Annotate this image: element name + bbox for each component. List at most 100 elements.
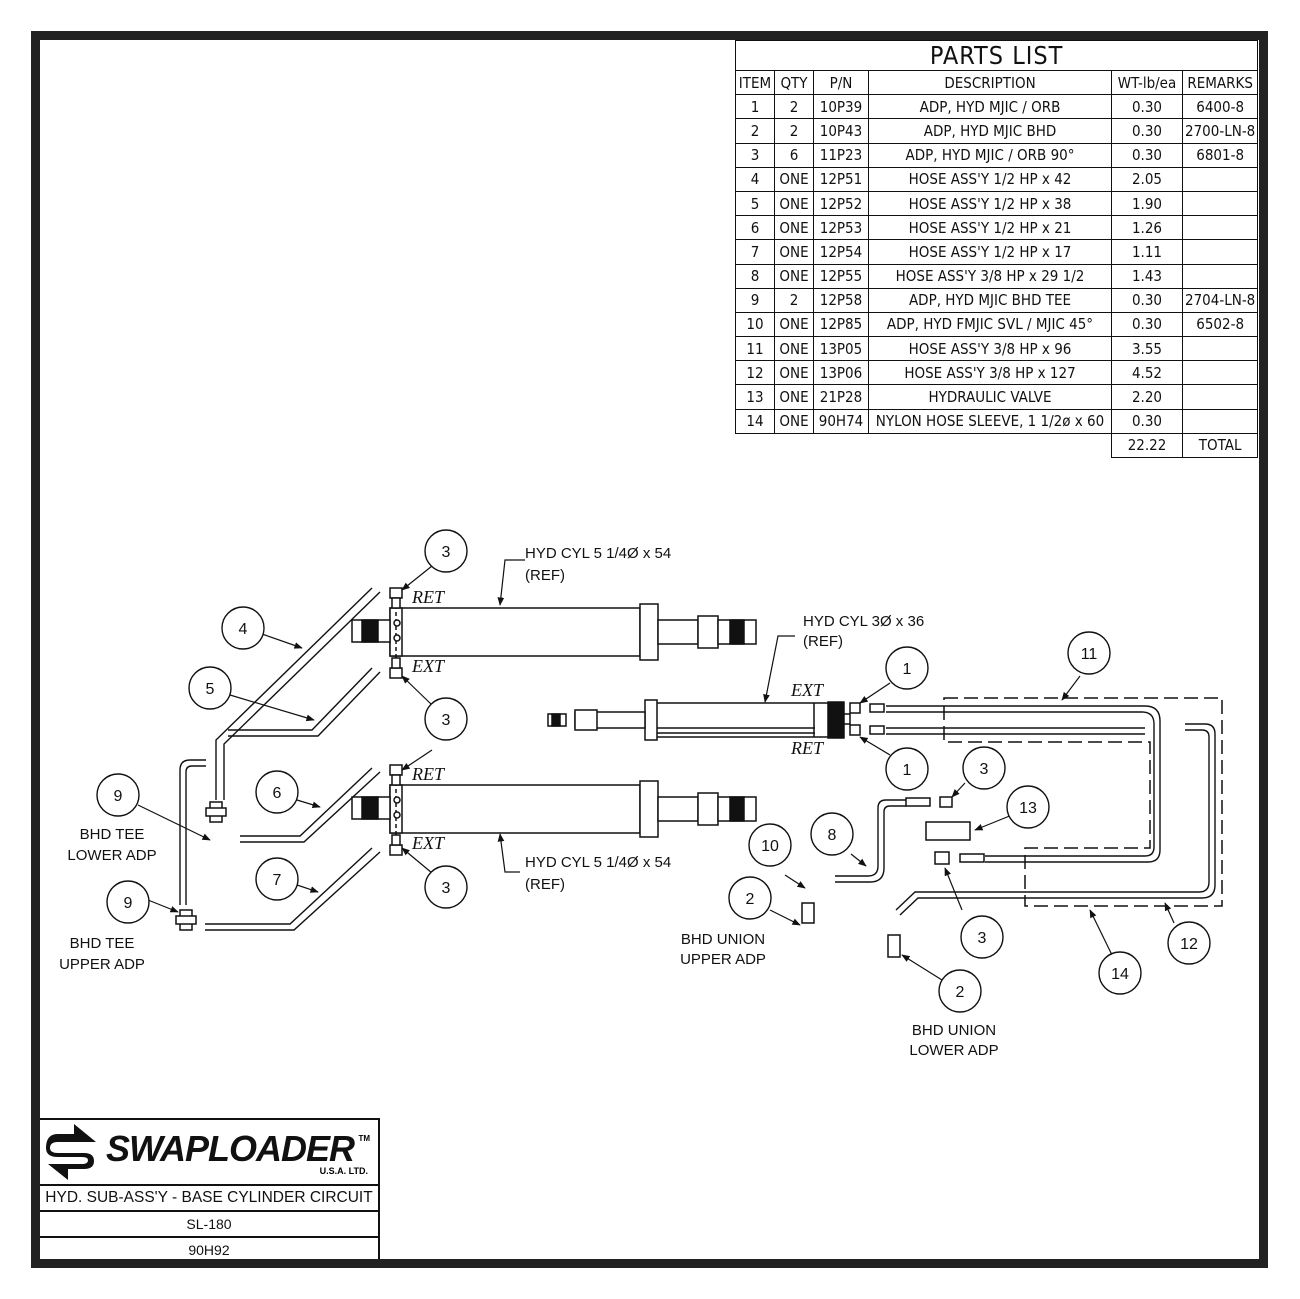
- balloon-number: 2: [746, 891, 755, 908]
- cell-item: 11: [735, 336, 775, 362]
- cell-part-number: 11P23: [813, 142, 869, 168]
- item-balloon: 14: [1098, 951, 1142, 995]
- drawing-labels: HYD CYL 5 1/4Ø x 54 (REF) HYD CYL 5 1/4Ø…: [59, 545, 999, 1059]
- item-balloon: 2: [938, 969, 982, 1013]
- balloon-number: 3: [442, 712, 451, 729]
- cell-part-number: 12P85: [813, 311, 869, 338]
- balloon-circle: [962, 746, 1006, 790]
- balloon-number: 3: [978, 930, 987, 947]
- swaploader-arrows-icon: [46, 1124, 96, 1180]
- balloon-circle: [938, 969, 982, 1013]
- cell-remarks: 6400-8: [1181, 94, 1259, 120]
- port-ext-upper: EXT: [411, 656, 446, 676]
- cyl-upper-label-line1: HYD CYL 5 1/4Ø x 54: [525, 545, 671, 562]
- balloon-circle: [1006, 785, 1050, 829]
- cell-part-number: 12P53: [813, 215, 869, 241]
- port-ret-lower: RET: [411, 764, 446, 784]
- brand-subtitle: U.S.A. LTD.: [319, 1166, 368, 1176]
- parts-list-total-row: 22.22 TOTAL: [736, 432, 1259, 459]
- balloon-number: 8: [828, 827, 837, 844]
- item-balloon: 1: [885, 747, 929, 791]
- cell-qty: ONE: [774, 336, 814, 362]
- balloon-circle: [106, 880, 150, 924]
- cell-weight: 3.55: [1111, 336, 1183, 362]
- balloon-number: 4: [239, 621, 248, 638]
- hyd-cylinder-small: [547, 699, 851, 741]
- tee-upper-label-line2: UPPER ADP: [59, 956, 145, 973]
- cell-remarks: 2700-LN-8: [1181, 118, 1259, 144]
- balloon-circle: [1067, 631, 1111, 675]
- balloon-circle: [255, 770, 299, 814]
- item-balloon: 3: [962, 746, 1006, 790]
- balloon-circle: [1167, 921, 1211, 965]
- cell-part-number: 90H74: [813, 408, 869, 434]
- item-balloon: 4: [221, 606, 265, 650]
- balloon-number: 7: [273, 872, 282, 889]
- item-balloon: 9: [106, 880, 150, 924]
- fittings: [175, 587, 985, 958]
- item-balloon: 3: [424, 697, 468, 741]
- balloon-number: 6: [273, 785, 282, 802]
- item-balloon: 11: [1067, 631, 1111, 675]
- item-balloon: 10: [748, 823, 792, 867]
- drawing-number: 90H92: [188, 1242, 230, 1258]
- balloon-number: 1: [903, 762, 912, 779]
- item-balloon: 1: [885, 646, 929, 690]
- cell-remarks: [1181, 166, 1259, 192]
- balloon-circle: [960, 915, 1004, 959]
- cell-item: 10: [735, 311, 775, 338]
- tee-lower-label-line1: BHD TEE: [80, 826, 145, 843]
- trademark: TM: [358, 1134, 370, 1143]
- cyl-small-label-line2: (REF): [803, 633, 843, 650]
- balloon-number: 1: [903, 661, 912, 678]
- cell-part-number: 12P54: [813, 239, 869, 265]
- cell-weight: 1.43: [1111, 263, 1183, 289]
- cell-part-number: 10P39: [813, 94, 869, 120]
- nylon-hose-sleeve: [943, 697, 1223, 907]
- brand-name: SWAPLOADER: [106, 1128, 355, 1169]
- item-balloon: 3: [424, 529, 468, 573]
- hyd-cylinder-lower: [351, 775, 757, 845]
- cell-qty: 2: [774, 94, 814, 120]
- balloon-number: 3: [980, 761, 989, 778]
- port-ext-lower: EXT: [411, 833, 446, 853]
- item-balloon: 8: [810, 812, 854, 856]
- cell-qty: ONE: [774, 408, 814, 434]
- cell-item: 7: [735, 239, 775, 265]
- balloon-circle: [728, 876, 772, 920]
- total-weight: 22.22: [1111, 432, 1183, 459]
- cell-part-number: 12P51: [813, 166, 869, 192]
- balloon-number: 12: [1180, 936, 1198, 953]
- balloon-number: 2: [956, 984, 965, 1001]
- cell-description: HOSE ASS'Y 1/2 HP x 17: [868, 239, 1112, 265]
- item-balloon: 12: [1167, 921, 1211, 965]
- port-ret-small: RET: [790, 738, 825, 758]
- column-header-weight: WT-lb/ea: [1111, 69, 1183, 96]
- cell-qty: ONE: [774, 239, 814, 265]
- cell-remarks: [1181, 239, 1259, 265]
- balloon-circle: [188, 666, 232, 710]
- cell-description: ADP, HYD MJIC BHD: [868, 118, 1112, 144]
- cell-weight: 0.30: [1111, 142, 1183, 168]
- port-ret-upper: RET: [411, 587, 446, 607]
- cell-part-number: 10P43: [813, 118, 869, 144]
- balloon-circle: [424, 697, 468, 741]
- balloon-circle: [885, 747, 929, 791]
- cell-weight: 0.30: [1111, 408, 1183, 434]
- balloon-circle: [424, 529, 468, 573]
- cell-remarks: [1181, 384, 1259, 410]
- cell-remarks: 6502-8: [1181, 311, 1259, 338]
- tee-lower-label-line2: LOWER ADP: [67, 847, 156, 864]
- cyl-lower-label-line2: (REF): [525, 876, 565, 893]
- item-balloon: 2: [728, 876, 772, 920]
- cell-weight: 0.30: [1111, 287, 1183, 313]
- cell-weight: 1.26: [1111, 215, 1183, 241]
- cell-description: HOSE ASS'Y 1/2 HP x 21: [868, 215, 1112, 241]
- cell-weight: 0.30: [1111, 311, 1183, 338]
